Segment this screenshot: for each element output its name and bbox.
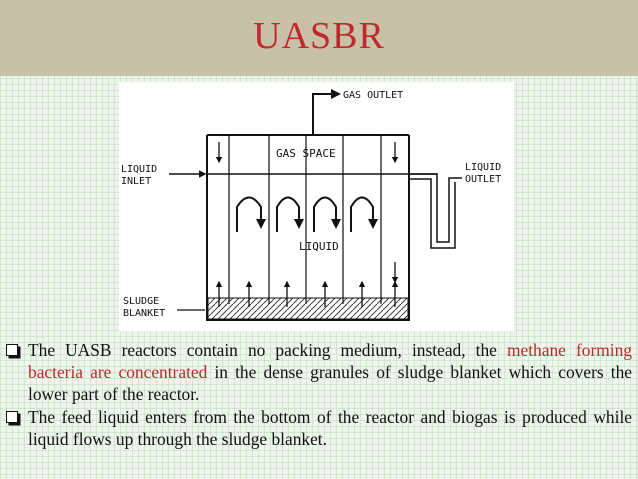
label-liquid: LIQUID xyxy=(299,240,339,253)
label-gas-space: GAS SPACE xyxy=(276,147,336,160)
bullet-text-1: The UASB reactors contain no packing med… xyxy=(28,339,632,405)
bullet-1-part-1: The UASB reactors contain no packing med… xyxy=(28,340,507,360)
circulation-arrow-2 xyxy=(276,196,304,232)
bullet-text-2: The feed liquid enters from the bottom o… xyxy=(28,407,632,449)
bullet-1-highlight: methane forming bacteria are concentrate… xyxy=(28,340,632,382)
bullet-item-2: The feed liquid enters from the bottom o… xyxy=(6,406,632,450)
gas-outlet-pipe xyxy=(312,89,341,135)
checkbox-bullet-icon xyxy=(6,344,18,356)
label-sludge-2: BLANKET xyxy=(123,308,165,319)
outlet-u-tube xyxy=(409,173,462,243)
uasbr-diagram: GAS OUTLET GAS SPACE LIQUID INLET LIQUID… xyxy=(119,82,514,331)
reactor-left-wall xyxy=(206,135,410,321)
bullet-1-part-2: in the dense granules of sludge blanket … xyxy=(28,362,632,404)
label-sludge-1: SLUDGE xyxy=(123,296,159,307)
label-liquid-outlet-2: OUTLET xyxy=(465,174,501,185)
bullet-list: The UASB reactors contain no packing med… xyxy=(6,339,632,450)
sludge-blanket xyxy=(207,297,409,320)
circulation-arrow-4 xyxy=(350,196,378,232)
slide-title: UASBR xyxy=(253,15,385,57)
label-liquid-outlet-1: LIQUID xyxy=(465,162,501,173)
uasbr-diagram-svg: GAS OUTLET GAS SPACE LIQUID INLET LIQUID… xyxy=(121,89,501,321)
circulation-arrow-1 xyxy=(236,196,266,232)
label-liquid-inlet-2: INLET xyxy=(121,176,151,187)
bullet-item-1: The UASB reactors contain no packing med… xyxy=(6,339,632,405)
title-bar: UASBR xyxy=(0,0,638,76)
label-liquid-inlet-1: LIQUID xyxy=(121,164,157,175)
circulation-arrow-3 xyxy=(313,196,341,232)
checkbox-bullet-icon xyxy=(6,411,18,423)
label-gas-outlet: GAS OUTLET xyxy=(343,90,403,101)
